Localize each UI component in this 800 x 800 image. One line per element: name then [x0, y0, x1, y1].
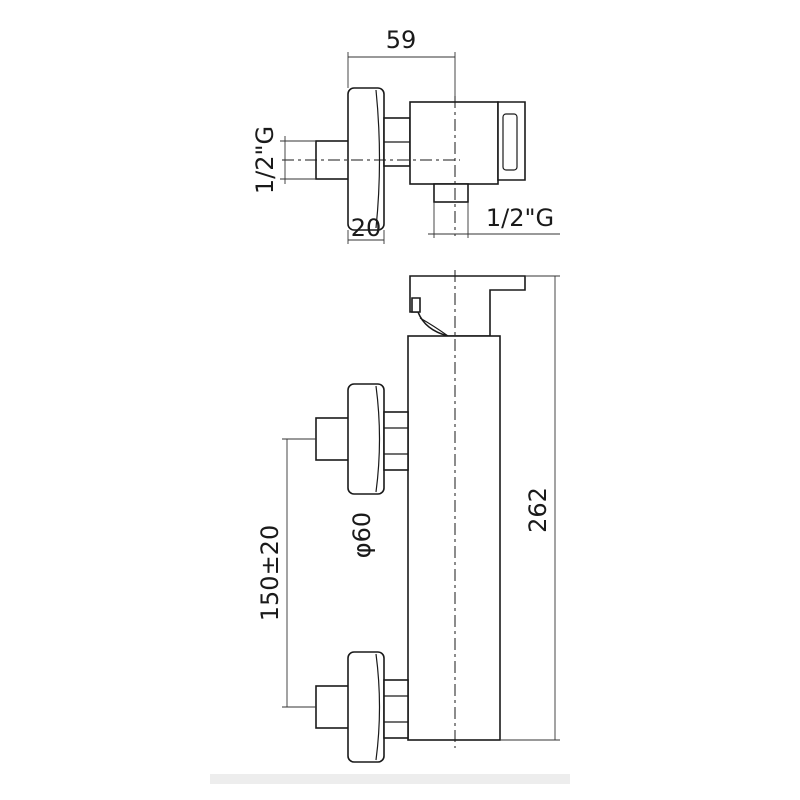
rosette-flange — [347, 87, 385, 231]
top-view: 59 1/2"G 20 1/2"G — [251, 26, 560, 244]
upper-inlet-pipe — [315, 417, 351, 461]
outlet-pipe — [433, 183, 469, 203]
lower-rosette-edge — [375, 653, 381, 761]
upper-nut — [383, 411, 409, 471]
dim-spacing-label: 150±20 — [256, 525, 284, 621]
front-view: 150±20 φ60 262 — [210, 270, 570, 784]
upper-rosette — [347, 383, 385, 495]
dim-rosette-label: φ60 — [348, 512, 376, 558]
dim-height-label: 262 — [524, 487, 552, 533]
lower-nut — [383, 679, 409, 739]
lever-neck — [419, 317, 449, 337]
lever-handle-inner — [502, 113, 518, 171]
mixer-body-top — [409, 101, 499, 185]
dim-flange-label: 20 — [351, 214, 382, 242]
lower-inlet-pipe — [315, 685, 351, 729]
lever-handle-front — [409, 275, 526, 337]
dim-outlet-thread-label: 1/2"G — [486, 204, 554, 232]
floor-shading — [210, 774, 570, 784]
dim-width-label: 59 — [386, 26, 417, 54]
upper-rosette-edge — [375, 385, 381, 493]
lever-handle-top — [497, 101, 526, 181]
lower-rosette — [347, 651, 385, 763]
dim-inlet-thread-label: 1/2"G — [251, 126, 279, 194]
lever-pivot — [411, 297, 421, 313]
mixer-body-front — [407, 335, 501, 741]
